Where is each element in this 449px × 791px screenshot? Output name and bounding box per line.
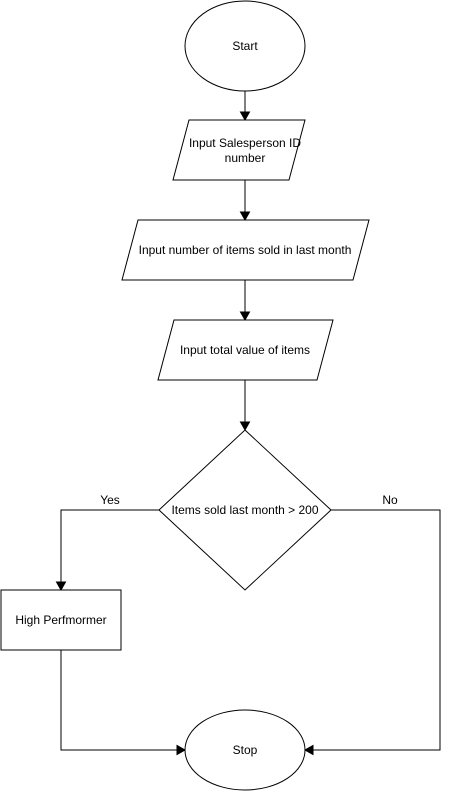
arrowhead-items-to-value — [239, 311, 251, 322]
stop-label: Stop — [233, 743, 258, 757]
input-total-value-node — [157, 319, 334, 381]
yes-label: Yes — [100, 493, 120, 507]
arrowhead-id-to-items — [239, 211, 251, 222]
high-performer-label: High Perfmormer — [15, 613, 106, 627]
arrowhead-no — [303, 744, 314, 756]
input-items-sold-node — [121, 219, 370, 281]
start-label: Start — [232, 39, 258, 53]
arrowhead-value-to-decision — [239, 421, 251, 432]
decision-node — [158, 429, 332, 591]
decision-label: Items sold last month > 200 — [171, 503, 318, 517]
high-performer-node — [0, 589, 122, 651]
no-label: No — [382, 493, 398, 507]
edge-high-performer-to-stop — [60, 650, 178, 751]
arrowhead-yes — [55, 581, 67, 592]
input-total-value-label: Input total value of items — [180, 343, 310, 357]
input-salesperson-id-label-line1: Input Salesperson ID — [189, 136, 301, 150]
edge-no — [312, 509, 441, 751]
input-items-sold-label: Input number of items sold in last month — [139, 243, 352, 257]
edge-yes — [60, 509, 159, 583]
arrowhead-high-performer-to-stop — [176, 744, 187, 756]
stop-node — [184, 709, 306, 791]
input-salesperson-id-label-line2: number — [225, 151, 266, 165]
arrowhead-start-to-id — [239, 111, 251, 122]
input-salesperson-id-node — [172, 119, 306, 181]
